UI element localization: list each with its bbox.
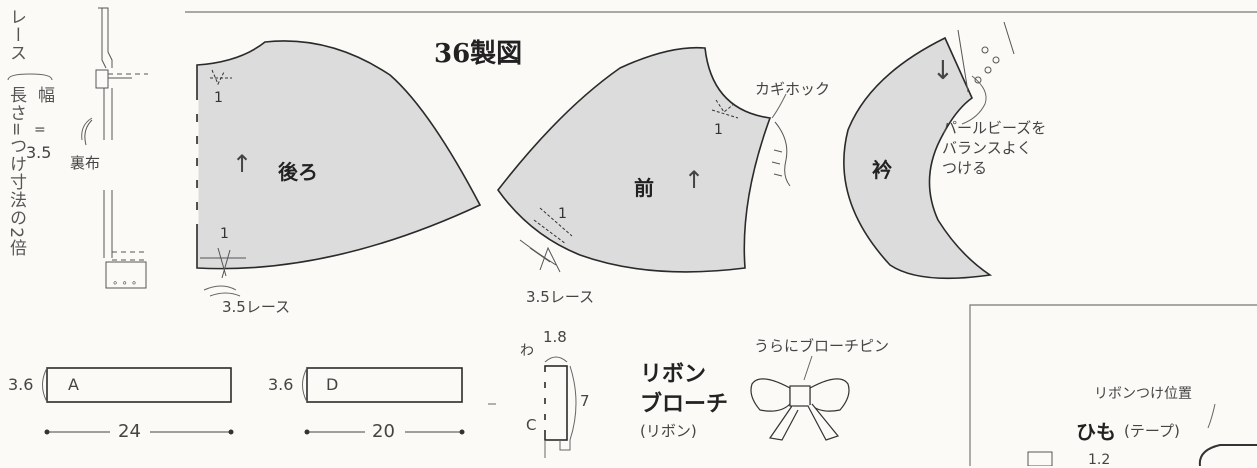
pearl-note-line-2: バランスよく [942, 139, 1032, 157]
pearl-bead [992, 56, 1000, 64]
lace-edge-marks: ∘ ∘ ∘ [112, 278, 137, 289]
small-piece-c [544, 365, 568, 441]
hook-label: カギホック [755, 80, 831, 98]
small-width: 1.8 [543, 328, 567, 346]
tie-box [969, 304, 1257, 466]
rect-a [46, 367, 232, 403]
lining-strip [84, 7, 148, 289]
front-bottom-notch [533, 207, 573, 245]
dim-dot [459, 429, 465, 435]
collar-label: 衿 [872, 158, 892, 182]
ribbon-title-line-1: リボン [640, 362, 707, 387]
rect-d-letter: D [326, 375, 339, 394]
small-width-bracket [544, 356, 568, 363]
back-piece [196, 40, 482, 270]
rect-a-length: 24 [118, 421, 141, 442]
small-fold-label: わ [520, 343, 534, 359]
back-lace-label: 3.5レース [222, 298, 291, 316]
front-seam-top: 1 [714, 122, 723, 138]
front-lace-label: 3.5レース [526, 288, 595, 306]
rect-d-length: 20 [372, 421, 395, 442]
tie-value: 1.2 [1088, 452, 1111, 468]
hook-ticks [771, 149, 783, 177]
ribbon-title-line-2: ブローチ [640, 392, 729, 417]
tie-small-rect [1027, 451, 1053, 466]
hook-leader-line [771, 93, 787, 119]
pearl-bead [981, 46, 989, 54]
ribbon-sub: (リボン) [640, 422, 697, 440]
ribbon-bow-illustration [750, 378, 850, 441]
rect-d-height: 3.6 [268, 375, 294, 394]
small-length: 7 [580, 392, 590, 410]
rect-a-height: 3.6 [8, 375, 34, 394]
lining-label: 裏布 [70, 154, 101, 172]
tie-leader-line [1207, 403, 1216, 429]
width-equals: = [34, 122, 46, 138]
side-bracket [7, 73, 53, 81]
back-lace-marks [200, 247, 246, 279]
small-piece-tail [544, 440, 571, 458]
front-grain-arrow: ↑ [684, 166, 705, 194]
small-letter: C [526, 416, 537, 434]
hook-marks [774, 121, 791, 187]
back-lace-wave [203, 285, 241, 297]
pearl-bead [984, 66, 992, 74]
rect-a-height-bracket [42, 367, 48, 403]
collar-grain-arrow: ↓ [932, 56, 954, 86]
back-top-notch [210, 69, 232, 86]
rect-a-letter: A [68, 375, 79, 394]
length-note: 長さ=つけ寸法の2倍 [6, 86, 26, 258]
lining-leader-line [81, 117, 93, 141]
diagram-title: 36製図 [434, 39, 523, 69]
tie-curve [1198, 444, 1257, 466]
back-grain-arrow: ↑ [232, 150, 253, 178]
front-seam-bottom: 1 [558, 206, 567, 222]
dim-dot [304, 429, 310, 435]
dim-dot [228, 429, 234, 435]
pearl-note-line-3: つける [942, 159, 988, 177]
collar-piece [843, 36, 993, 280]
width-value: 3.5 [26, 143, 52, 162]
pearl-note: パールビーズを バランスよく つける [942, 118, 1046, 178]
tie-sub: (テープ) [1124, 422, 1180, 440]
front-piece-label: 前 [634, 176, 654, 200]
pearl-bead [974, 76, 982, 84]
dim-dot [44, 429, 50, 435]
front-top-notch [711, 99, 739, 119]
tie-title: ひも [1076, 420, 1116, 444]
back-piece-label: 後ろ [278, 160, 318, 184]
pin-leader-line [803, 355, 813, 381]
rect-d [306, 367, 463, 403]
tie-position-note: リボンつけ位置 [1094, 386, 1192, 402]
small-length-bracket [569, 365, 577, 441]
back-seam-bottom: 1 [220, 226, 229, 242]
pearl-note-line-1: パールビーズを [942, 119, 1047, 137]
width-label: 幅 [34, 86, 54, 104]
ribbon-pin-note: うらにブローチピン [754, 337, 890, 355]
back-seam-top: 1 [214, 90, 223, 106]
front-lace-marks [519, 239, 561, 273]
rect-d-height-bracket [302, 367, 308, 403]
collar-edge-lines [957, 21, 1015, 93]
lace-note: レース [6, 8, 26, 62]
pearl-leader-line [961, 75, 987, 125]
front-piece [497, 46, 772, 273]
